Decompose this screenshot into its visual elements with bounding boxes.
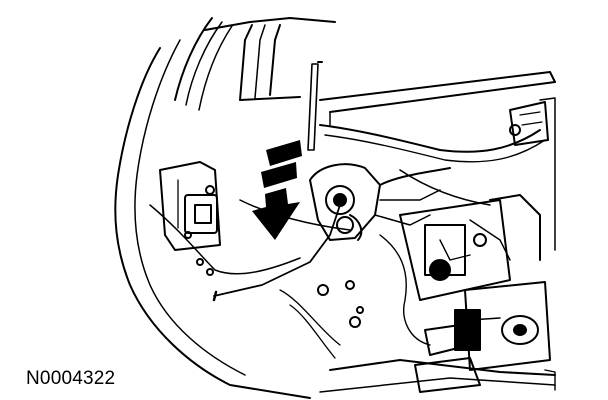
lock-actuator <box>309 163 451 241</box>
control-cables <box>319 124 546 346</box>
window-channel <box>204 17 556 126</box>
latch-rod <box>212 204 341 302</box>
regulator-motor <box>414 281 556 393</box>
release-rod <box>307 61 323 151</box>
inner-panel <box>149 199 364 359</box>
down-arrow-icon <box>252 140 302 240</box>
door-lower-edge <box>319 359 556 393</box>
door-latch-assembly <box>159 161 221 251</box>
figure-id-label: N0004322 <box>26 368 116 389</box>
window-regulator <box>399 97 556 301</box>
door-outer-frame <box>114 17 311 399</box>
